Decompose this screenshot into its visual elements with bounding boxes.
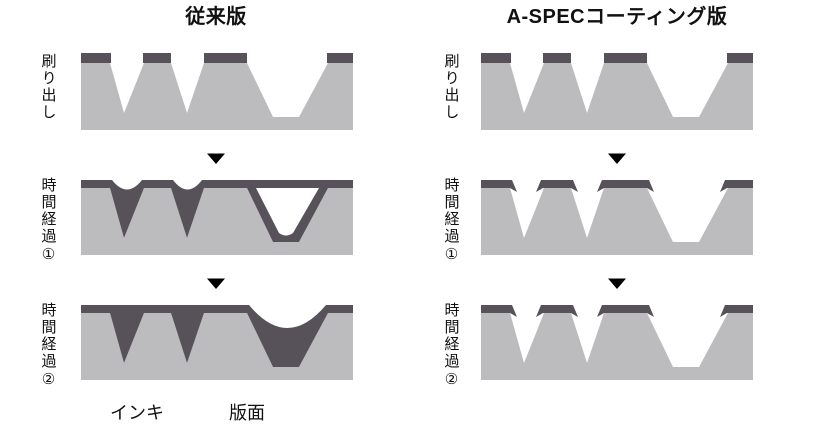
plate-cross-section (481, 313, 753, 380)
row-label-conventional-elapsed2: 時間経過② (39, 302, 57, 390)
arrow-down-icon (207, 262, 225, 289)
panel-conventional-elapsed1 (81, 180, 353, 255)
row-label-conventional-start: 刷り出し (39, 53, 57, 121)
legend-item-plate: 版面 (204, 402, 265, 425)
row-label-aspec-start: 刷り出し (442, 53, 460, 121)
title-aspec: A-SPECコーティング版 (506, 6, 728, 28)
plate-cross-section (81, 63, 353, 130)
legend-swatch-plate (204, 403, 226, 425)
row-label-aspec-elapsed1: 時間経過① (442, 177, 460, 265)
row-label-conventional-elapsed1: 時間経過① (39, 177, 57, 265)
plate-cross-section (481, 63, 753, 130)
arrow-down-icon (207, 137, 225, 164)
legend-item-ink: インキ (85, 402, 164, 425)
ink-caps (81, 53, 353, 63)
ink-caps (481, 53, 753, 63)
panel-conventional-start (81, 53, 353, 130)
panel-aspec-elapsed1 (481, 180, 753, 255)
row-label-aspec-elapsed2: 時間経過② (442, 302, 460, 390)
arrow-down-icon (608, 262, 626, 289)
panel-aspec-elapsed2 (481, 305, 753, 380)
panel-aspec-start (481, 53, 753, 130)
legend-label-ink: インキ (110, 403, 164, 423)
arrow-down-icon (608, 137, 626, 164)
legend-swatch-ink (85, 403, 107, 425)
panel-conventional-elapsed2 (81, 305, 353, 380)
title-conventional: 従来版 (185, 6, 247, 28)
plate-cross-section (481, 188, 753, 255)
legend-label-plate: 版面 (229, 403, 265, 423)
